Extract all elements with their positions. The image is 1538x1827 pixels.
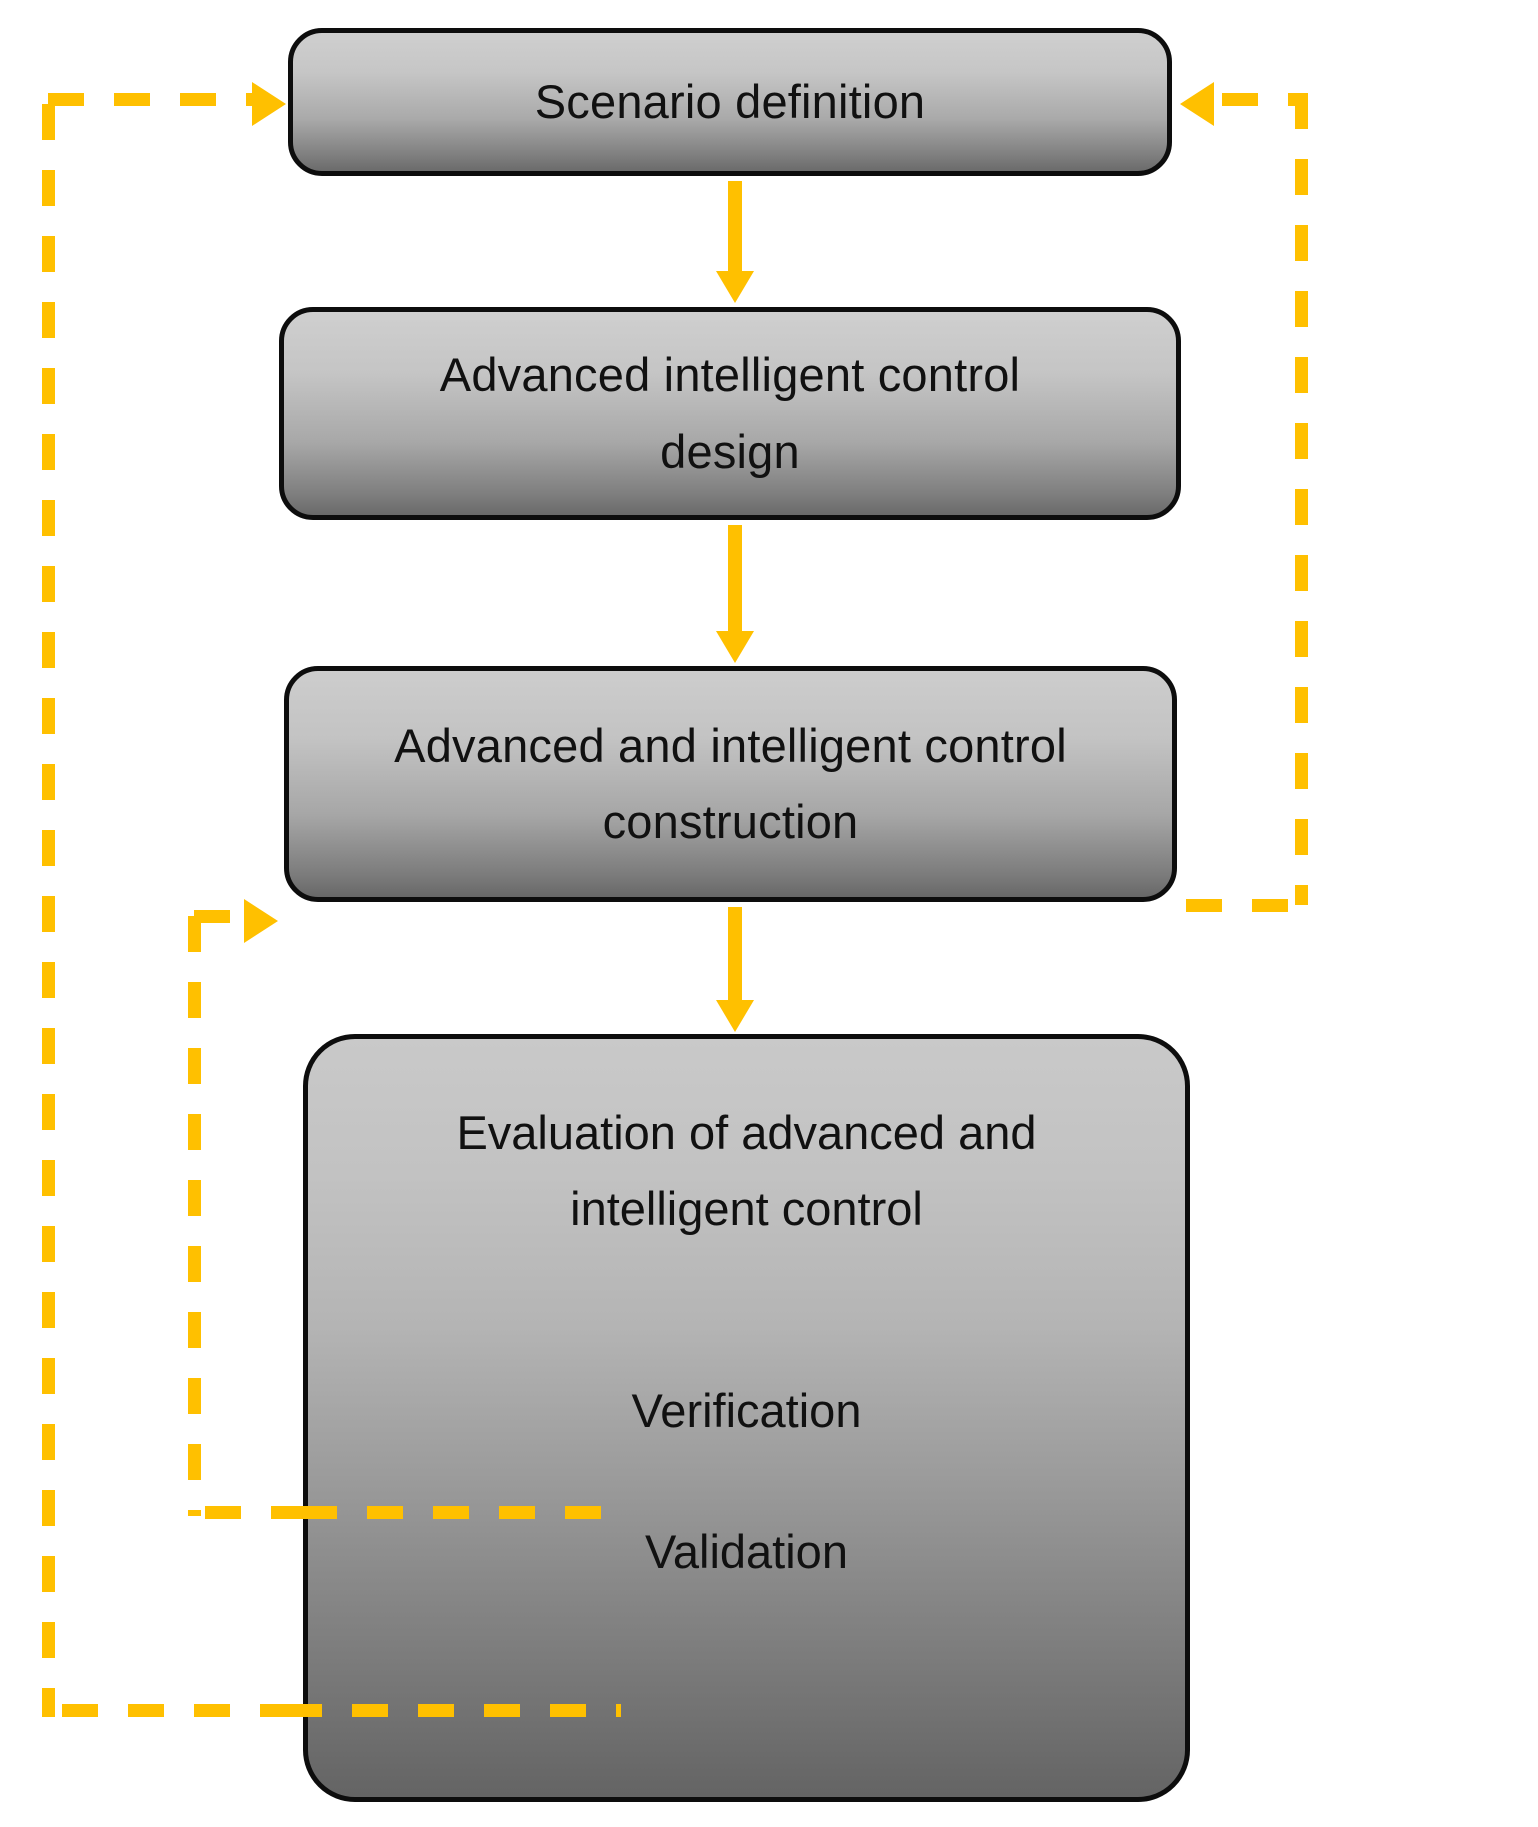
node-advanced-and-intelligent-control-construction-label: Advanced and intelligent control constru… xyxy=(394,718,1067,848)
arrow-head-icon xyxy=(716,1000,754,1032)
construction-feedback-bottom-segment xyxy=(1186,899,1308,912)
node-scenario-definition[interactable]: Scenario definition xyxy=(288,28,1172,176)
verification-feedback-left-segment xyxy=(188,916,201,1516)
arrow-head-icon xyxy=(716,631,754,663)
verification-feedback-top-segment xyxy=(194,910,246,923)
arrow-scenario-to-design xyxy=(716,181,754,303)
verification-feedback-bottom-segment xyxy=(205,1506,301,1519)
node-scenario-definition-label: Scenario definition xyxy=(534,74,926,128)
verification-feedback-arrowhead-icon xyxy=(244,899,278,943)
arrow-construction-to-evaluation xyxy=(716,907,754,1032)
validation-feedback-left-segment xyxy=(42,104,55,1717)
verification-feedback-inbox-segment xyxy=(301,1506,621,1519)
validation-feedback-top-segment xyxy=(48,93,254,106)
arrow-design-to-construction xyxy=(716,525,754,663)
node-evaluation-of-advanced-and-intelligent-control[interactable]: Evaluation of advanced and intelligent c… xyxy=(303,1034,1190,1802)
node-advanced-intelligent-control-design[interactable]: Advanced intelligent control design xyxy=(279,307,1181,520)
evaluation-item-validation: Validation xyxy=(645,1525,848,1579)
node-advanced-intelligent-control-design-label: Advanced intelligent control design xyxy=(439,348,1021,478)
validation-feedback-arrowhead-icon xyxy=(252,82,286,126)
evaluation-content: Evaluation of advanced and intelligent c… xyxy=(308,1039,1185,1579)
evaluation-item-verification: Verification xyxy=(631,1384,862,1438)
arrow-head-icon xyxy=(716,271,754,303)
node-advanced-and-intelligent-control-construction[interactable]: Advanced and intelligent control constru… xyxy=(284,666,1177,902)
construction-feedback-arrowhead-icon xyxy=(1180,82,1214,126)
construction-feedback-right-segment xyxy=(1295,93,1308,905)
arrow-shaft xyxy=(728,525,742,633)
validation-feedback-bottom-segment xyxy=(62,1704,286,1717)
construction-feedback-top-segment xyxy=(1222,93,1306,106)
arrow-shaft xyxy=(728,907,742,1002)
arrow-shaft xyxy=(728,181,742,273)
validation-feedback-inbox-segment xyxy=(286,1704,621,1717)
node-evaluation-title: Evaluation of advanced and intelligent c… xyxy=(456,1106,1037,1236)
